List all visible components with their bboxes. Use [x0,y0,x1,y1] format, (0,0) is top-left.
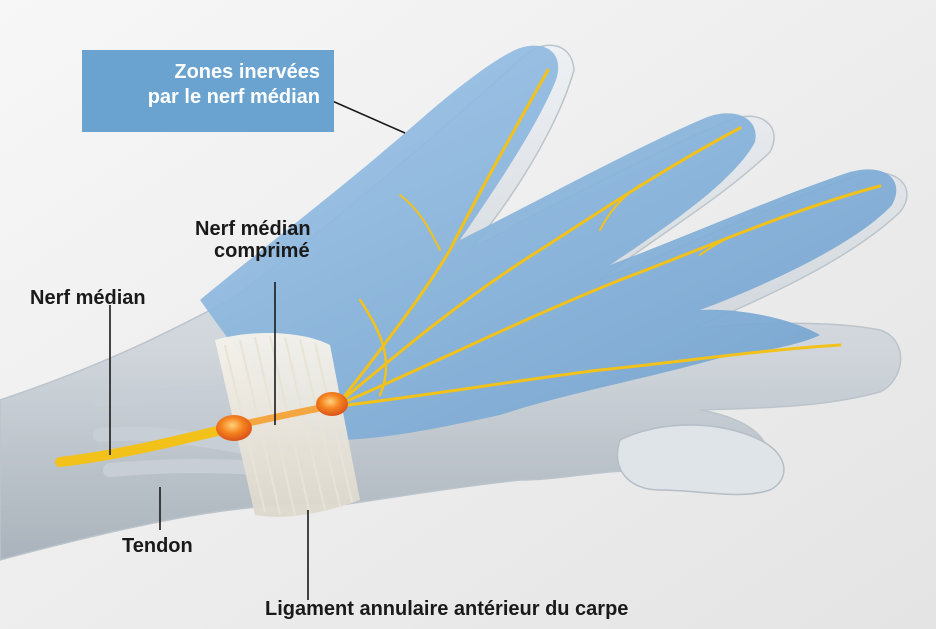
median-nerve-label: Nerf médian [30,287,146,309]
swelling-distal [316,392,348,416]
zones-label-line2: par le nerf médian [82,85,334,110]
ligament-label: Ligament annulaire antérieur du carpe [265,598,628,620]
tendon-label: Tendon [122,535,193,557]
innervated-zones-callout: Zones inervées par le nerf médian [82,50,334,132]
compressed-nerve-label-line2: comprimé [195,240,311,262]
zones-label-line1: Zones inervées [82,50,334,85]
tendon-lower [110,466,260,470]
compressed-nerve-label: Nerf médian comprimé [195,218,311,263]
swelling-proximal [216,415,252,441]
compressed-nerve-label-line1: Nerf médian [195,218,311,240]
